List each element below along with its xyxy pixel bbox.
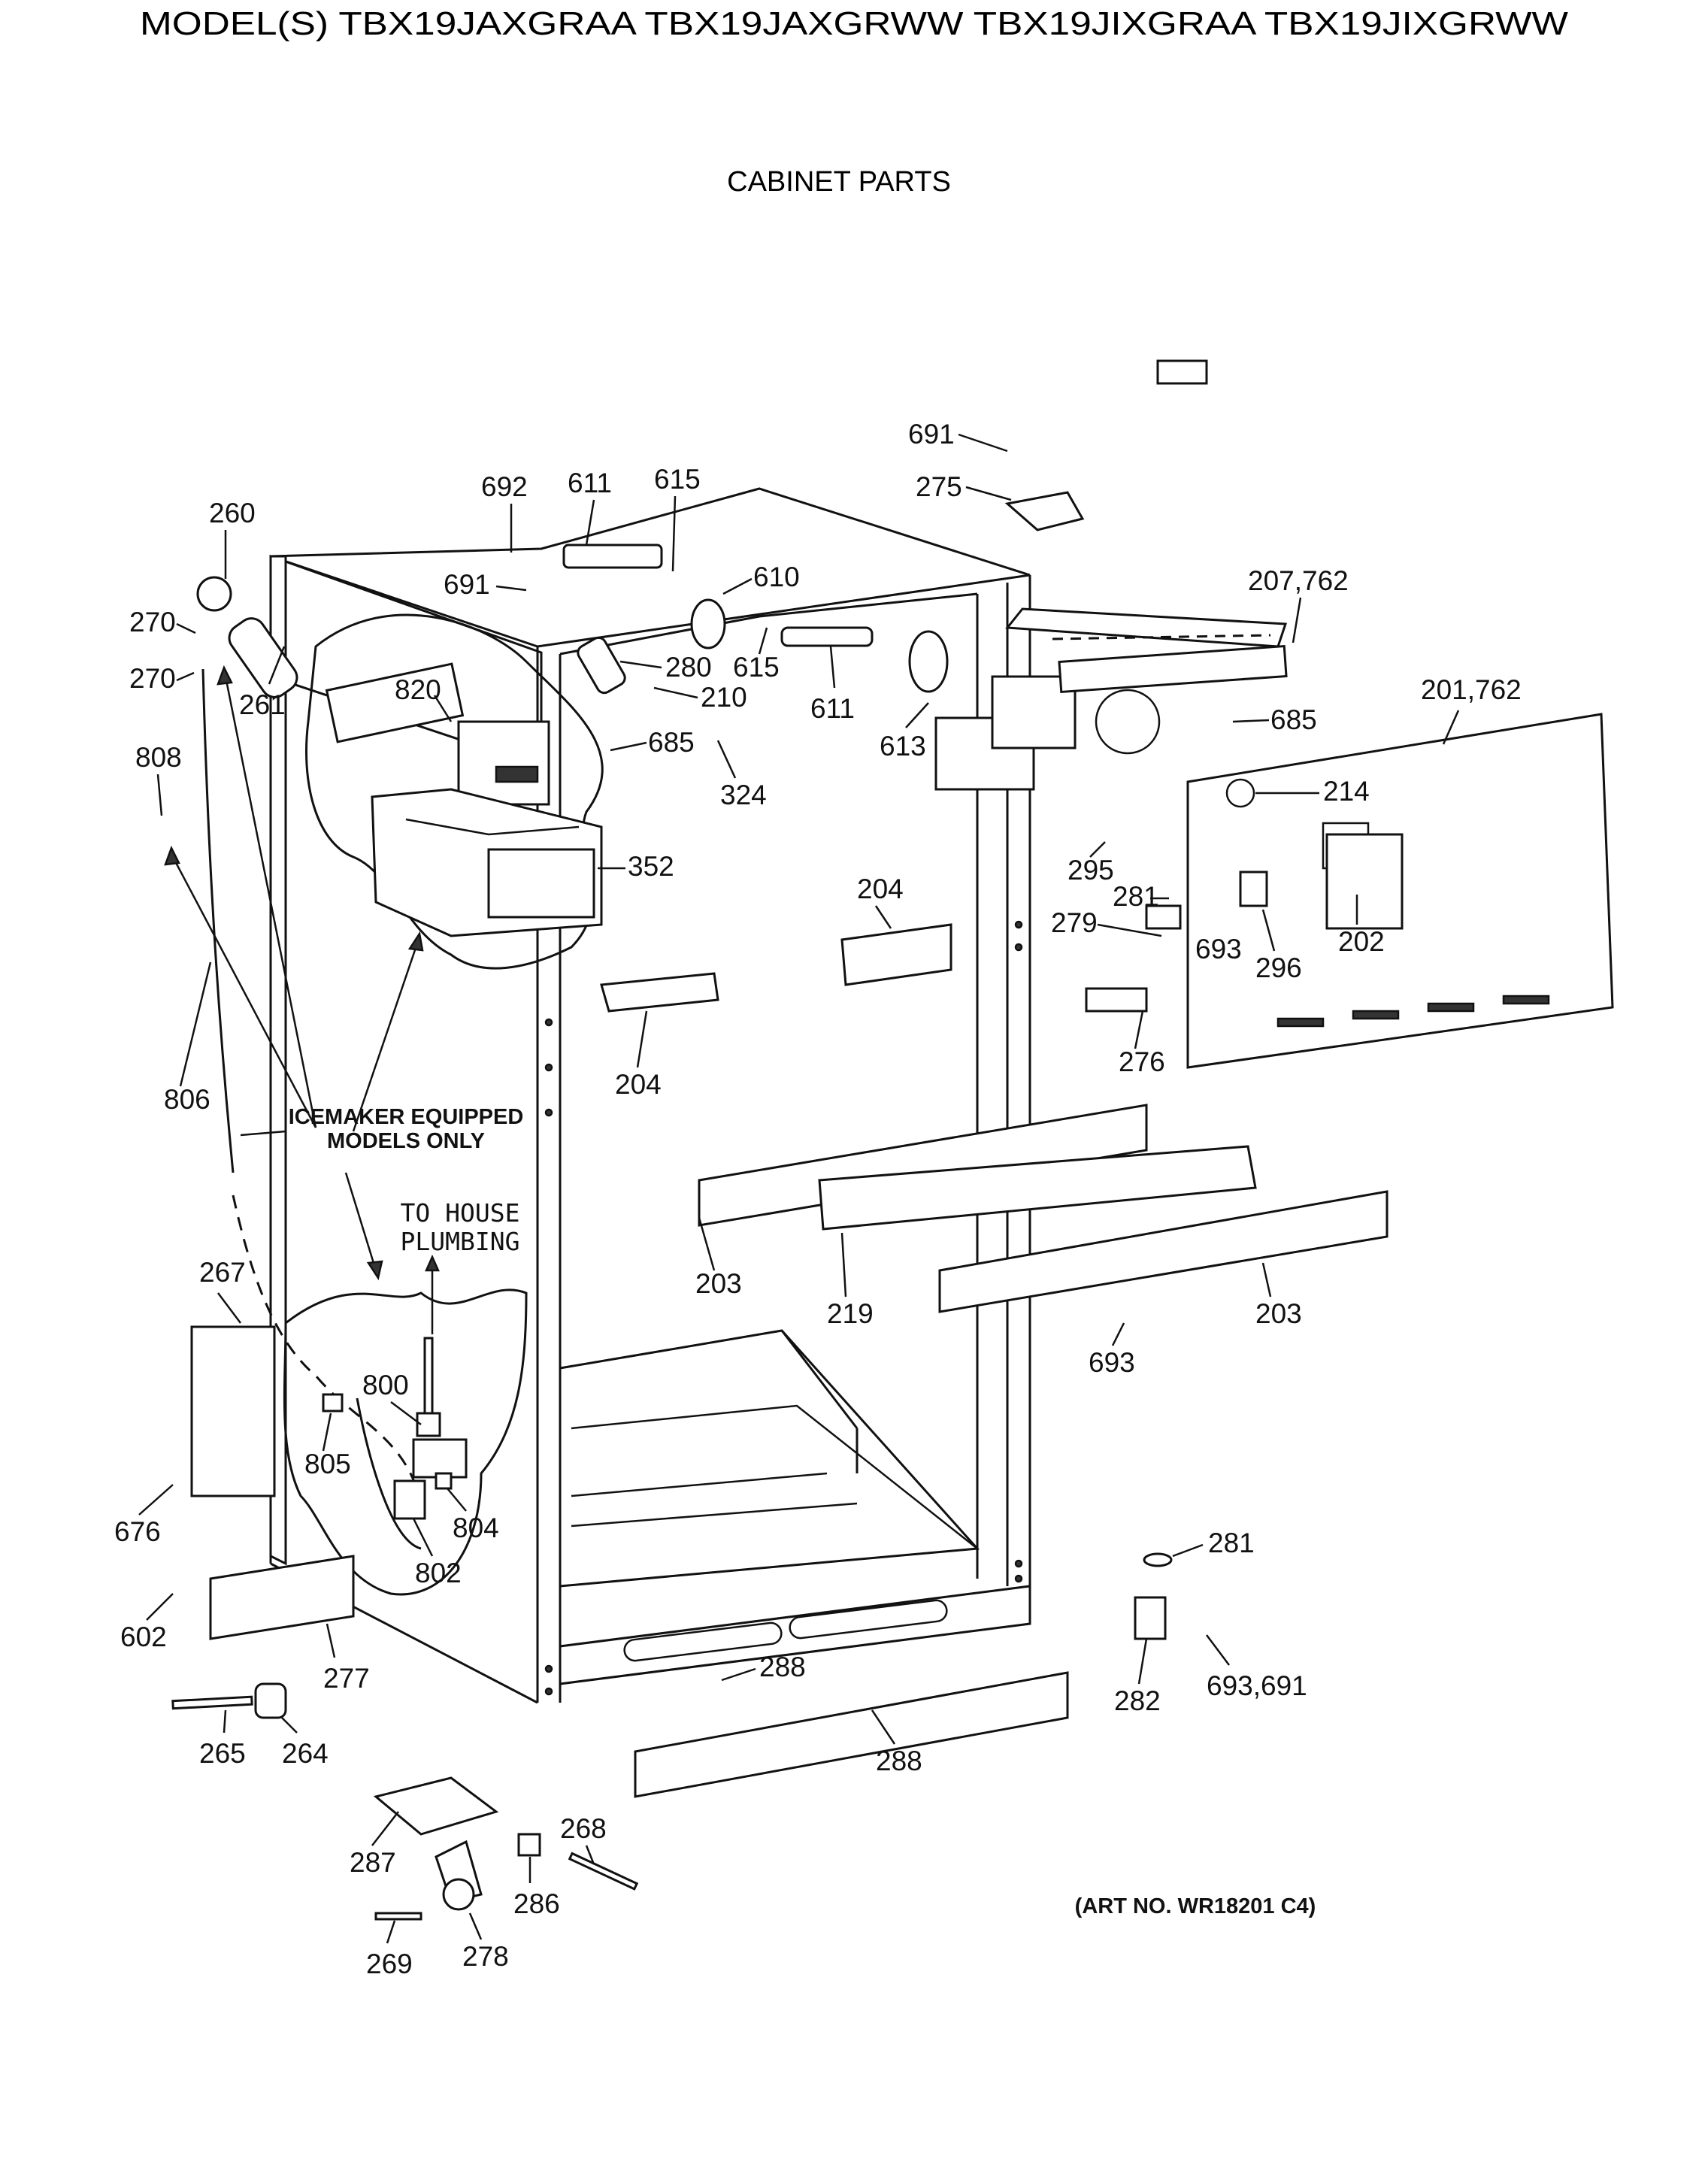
callout-label: 264 <box>282 1738 329 1769</box>
callout-label: 275 <box>916 471 962 502</box>
callout-label: 693,691 <box>1207 1670 1307 1701</box>
callout-label: 219 <box>827 1298 874 1329</box>
callout-label: 278 <box>462 1941 509 1972</box>
water-valve-parts <box>322 1337 468 1550</box>
callout-label: 692 <box>481 471 528 502</box>
callout-label: 269 <box>366 1949 413 1979</box>
section-title: CABINET PARTS <box>727 166 951 198</box>
callout-label: 693 <box>1195 934 1242 964</box>
callout-label: 260 <box>209 498 256 528</box>
callout-label: 204 <box>615 1069 662 1100</box>
callout-label: 281 <box>1113 881 1159 912</box>
callout-label: 207,762 <box>1248 565 1349 596</box>
lower-parts <box>171 359 1208 1921</box>
callout-label: 277 <box>323 1663 370 1694</box>
callout-label: 281 <box>1208 1528 1255 1558</box>
callout-label: 270 <box>129 607 176 637</box>
callout-label: 802 <box>415 1558 462 1588</box>
callout-label: 610 <box>753 562 800 592</box>
callout-label: 210 <box>701 682 747 713</box>
callout-label: 270 <box>129 663 176 694</box>
callout-label: 267 <box>199 1257 246 1288</box>
icemaker-assembly <box>325 662 603 937</box>
callout-label: 800 <box>362 1370 409 1400</box>
callout-label: 613 <box>880 731 926 762</box>
callout-label: 276 <box>1119 1046 1165 1077</box>
callout-label: 691 <box>444 569 490 600</box>
callout-label: 820 <box>395 674 441 705</box>
callout-label: 324 <box>720 780 767 810</box>
callout-label: 676 <box>114 1516 161 1547</box>
callout-label: 693 <box>1089 1347 1135 1378</box>
callout-label: 806 <box>164 1084 210 1115</box>
callout-label: 286 <box>513 1888 560 1919</box>
callout-label: 287 <box>350 1847 396 1878</box>
callout-label: 615 <box>654 464 701 495</box>
icemaker-note-line1: ICEMAKER EQUIPPED <box>289 1105 524 1129</box>
callout-label: 201,762 <box>1421 674 1522 705</box>
plumbing-note-line2: PLUMBING <box>401 1227 520 1256</box>
callout-label: 214 <box>1323 776 1370 807</box>
callout-label: 282 <box>1114 1685 1161 1716</box>
callout-label: 295 <box>1068 855 1114 886</box>
callout-label: 296 <box>1255 952 1302 983</box>
callout-label: 352 <box>628 851 674 882</box>
callout-label: 261 <box>239 689 286 720</box>
callout-label: 808 <box>135 742 182 773</box>
model-header: MODEL(S) TBX19JAXGRAA TBX19JAXGRWW TBX19… <box>140 5 1569 42</box>
plumbing-cutaway-outline <box>283 1288 528 1596</box>
icemaker-note-line2: MODELS ONLY <box>327 1129 485 1153</box>
callout-label: 203 <box>1255 1298 1302 1329</box>
callout-label: 685 <box>648 727 695 758</box>
art-number: (ART NO. WR18201 C4) <box>1075 1894 1316 1918</box>
evaporator-fan-parts <box>196 491 1288 791</box>
icemaker-note-arrows <box>164 665 424 1281</box>
callout-label: 805 <box>304 1449 351 1479</box>
callout-label: 611 <box>810 693 855 724</box>
callout-label: 265 <box>199 1738 246 1769</box>
plumbing-note-line1: TO HOUSE <box>401 1198 520 1228</box>
callout-label: 691 <box>908 419 955 450</box>
callout-label: 685 <box>1270 704 1317 735</box>
callout-labels: 691 275 692 611 615 610 260 691 270 270 … <box>114 419 1522 1979</box>
callout-label: 268 <box>560 1813 607 1844</box>
callout-label: 202 <box>1338 926 1385 957</box>
callout-label: 288 <box>876 1746 922 1776</box>
callout-label: 203 <box>695 1268 742 1299</box>
mullion-front <box>698 1104 1148 1227</box>
callout-label: 615 <box>733 652 780 683</box>
callout-label: 288 <box>759 1652 806 1682</box>
callout-label: 279 <box>1051 907 1098 938</box>
callout-label: 611 <box>568 468 612 498</box>
callout-label: 204 <box>857 874 904 904</box>
water-tube <box>201 668 235 1173</box>
callout-label: 804 <box>453 1512 499 1543</box>
callout-label: 602 <box>120 1621 167 1652</box>
callout-label: 280 <box>665 652 712 683</box>
leader-lines <box>138 433 1460 1944</box>
